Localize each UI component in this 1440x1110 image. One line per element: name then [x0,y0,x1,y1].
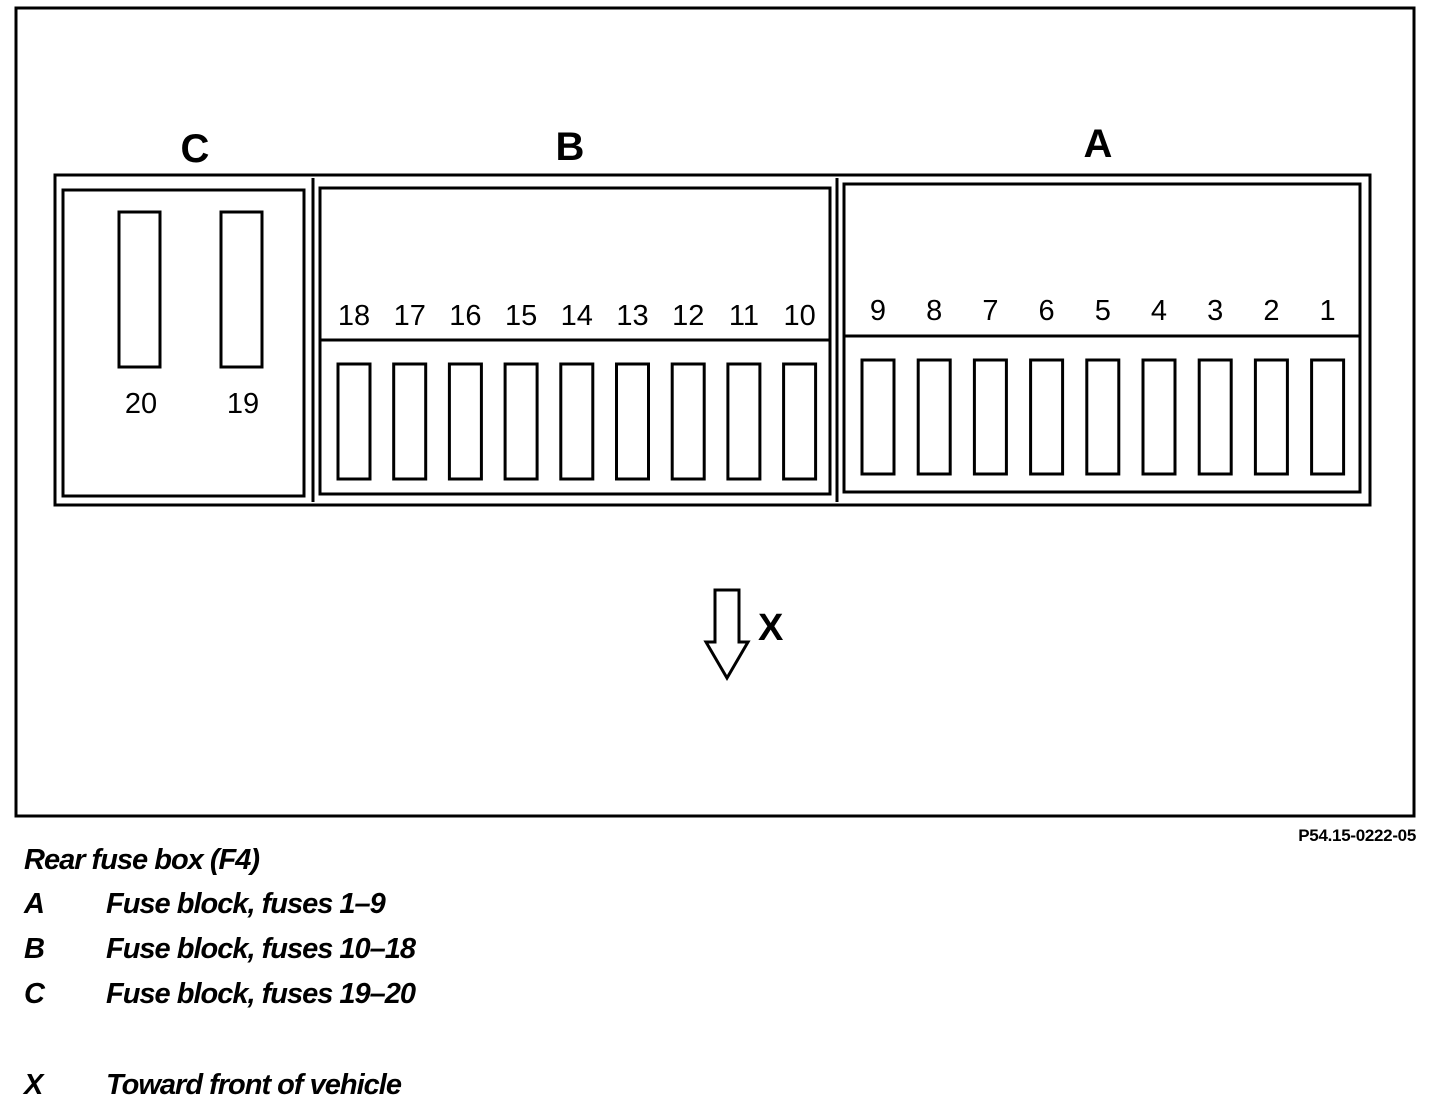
block-frame [61,188,306,498]
figure-frame [14,6,1416,818]
fuse-number: 2 [1263,295,1279,327]
fuse-slot [860,358,896,476]
fuse-number: 12 [672,300,704,332]
fuse-number: 8 [926,295,942,327]
direction-arrow: X [703,588,784,681]
fuse-row-a: 9 8 7 6 5 4 3 2 1 [860,295,1346,476]
fuse-number: 1 [1320,295,1336,327]
fuse-slot [782,362,818,481]
fuse-number: 13 [616,300,648,332]
fuse-slot [559,362,595,481]
fuse-box-diagram: C 20 19 B 18 17 16 15 14 13 12 11 10 A 9 8 7 6 5 4 3 2 1… [14,6,1416,818]
fuse-row-b: 18 17 16 15 14 13 12 11 10 [336,300,818,481]
fuse-slot [1085,358,1121,476]
fuse-slot [670,362,706,481]
fuse-slot [392,362,428,481]
fuse-number: 9 [870,295,886,327]
fuse-slot [1197,358,1233,476]
fuse-number: 3 [1207,295,1223,327]
fuse-block-a: A 9 8 7 6 5 4 3 2 1 [842,122,1362,494]
caption-title: Rear fuse box (F4) [24,844,260,876]
fuse-slot [1141,358,1177,476]
fuse-slot [503,362,539,481]
fuse-slot [1310,358,1346,476]
fuse-number: 4 [1151,295,1167,327]
down-arrow-icon [703,588,751,681]
block-label-b: B [556,125,585,169]
legend-row: A Fuse block, fuses 1–9 [24,882,415,927]
fuse-slot [726,362,762,481]
fuse-number: 20 [125,388,157,420]
fuse-number: 5 [1095,295,1111,327]
block-label-c: C [181,127,210,171]
fuse-slot [117,210,162,369]
legend-key: C [24,978,45,1010]
fuse-block-b: B 18 17 16 15 14 13 12 11 10 [318,125,832,496]
fuse-number: 16 [449,300,481,332]
legend-key: B [24,933,45,965]
fuse-slot [336,362,372,481]
legend-row: C Fuse block, fuses 19–20 [24,972,416,1017]
fuse-number: 19 [227,388,259,420]
legend-text: Fuse block, fuses 10–18 [106,933,416,965]
caption: Rear fuse box (F4) A Fuse block, fuses 1–… [24,838,416,1108]
block-frame [318,186,832,496]
fuse-number: 6 [1039,295,1055,327]
fuse-box-outline [53,173,1372,507]
legend-text: Toward front of vehicle [106,1069,402,1101]
fuse-number: 14 [561,300,593,332]
fuse-number: 7 [982,295,998,327]
legend-text: Fuse block, fuses 1–9 [106,888,386,920]
fuse-number: 11 [729,300,759,332]
figure-id: P54.15-0222-05 [1298,826,1416,845]
legend-key: A [24,888,45,920]
fuse-slot [615,362,650,481]
direction-label: X [758,607,784,649]
legend-row: B Fuse block, fuses 10–18 [24,927,416,972]
block-frame [842,182,1362,494]
fuse-slot [1029,358,1065,476]
fuse-number: 18 [338,300,370,332]
legend-row: X Toward front of vehicle [24,1063,415,1108]
fuse-slot [219,210,264,369]
fuse-number: 15 [505,300,537,332]
fuse-slot [972,358,1008,476]
fuse-block-c: C 20 19 [61,127,306,498]
fuse-number: 17 [394,300,426,332]
fuse-slot [916,358,952,476]
legend-key: X [24,1069,43,1101]
fuse-number: 10 [783,300,815,332]
fuse-slot [447,362,483,481]
block-label-a: A [1084,122,1113,166]
fuse-slot [1253,358,1289,476]
legend-text: Fuse block, fuses 19–20 [106,978,416,1010]
